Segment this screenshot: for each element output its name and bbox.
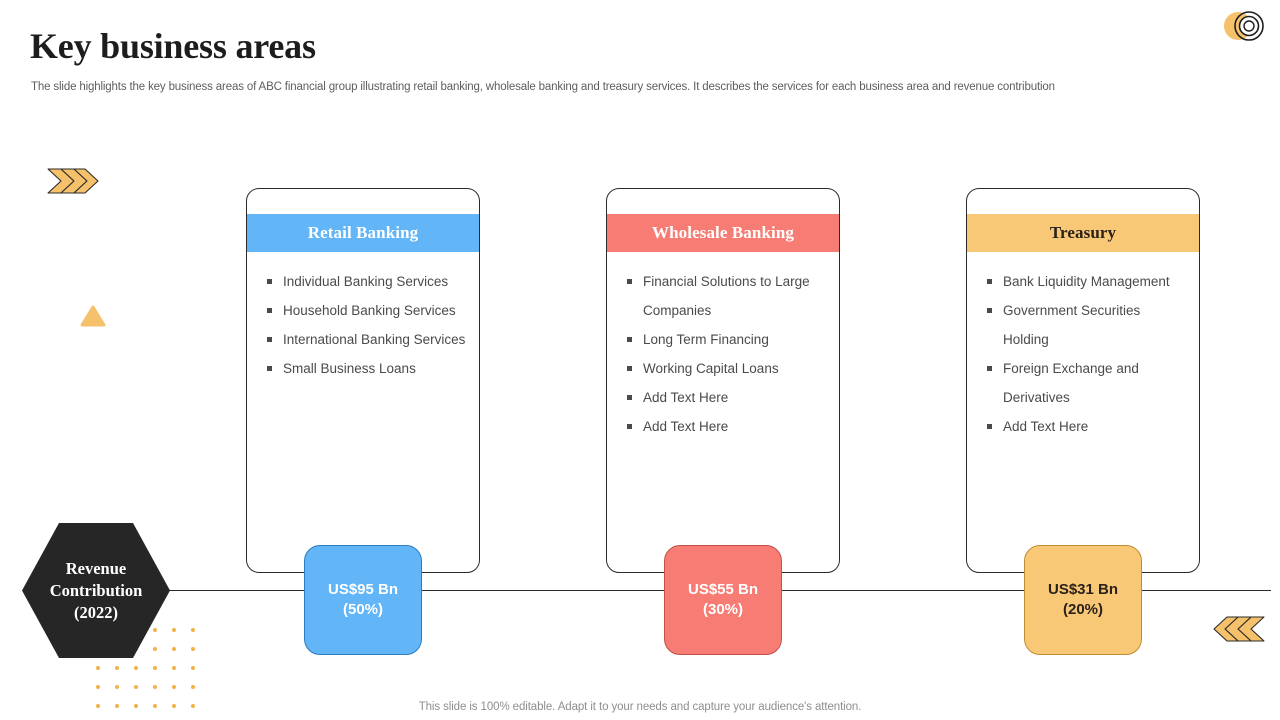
- list-item: Add Text Here: [625, 412, 827, 441]
- list-item: Small Business Loans: [265, 354, 467, 383]
- page-title: Key business areas: [30, 26, 316, 66]
- business-area-card-treasury[interactable]: Treasury Bank Liquidity Management Gover…: [966, 188, 1200, 573]
- card-header-wholesale-banking: Wholesale Banking: [607, 214, 839, 252]
- list-item: Bank Liquidity Management: [985, 267, 1187, 296]
- card-title-retail-banking: Retail Banking: [307, 223, 419, 242]
- list-item: Financial Solutions to Large Companies: [625, 267, 827, 325]
- list-item: Working Capital Loans: [625, 354, 827, 383]
- revenue-amount: US$95 Bn: [327, 581, 399, 598]
- revenue-contribution-label: Revenue Contribution (2022): [42, 558, 151, 624]
- revenue-chip-text-retail: US$95 Bn (50%): [328, 580, 398, 620]
- card-title-treasury: Treasury: [1049, 223, 1117, 242]
- list-item: Government Securities Holding: [985, 296, 1187, 354]
- list-item: Individual Banking Services: [265, 267, 467, 296]
- list-item: Long Term Financing: [625, 325, 827, 354]
- triangle-up-icon: [80, 304, 106, 328]
- card-body-treasury: Bank Liquidity Management Government Sec…: [967, 267, 1199, 441]
- revenue-amount: US$55 Bn: [687, 581, 759, 598]
- triple-chevron-left-icon: [1212, 610, 1268, 648]
- business-area-card-retail-banking[interactable]: Retail Banking Individual Banking Servic…: [246, 188, 480, 573]
- revenue-amount: US$31 Bn: [1047, 581, 1119, 598]
- business-area-card-wholesale-banking[interactable]: Wholesale Banking Financial Solutions to…: [606, 188, 840, 573]
- card-body-wholesale-banking: Financial Solutions to Large Companies L…: [607, 267, 839, 441]
- concentric-circles-logo-icon: [1216, 3, 1272, 49]
- revenue-contribution-badge: Revenue Contribution (2022): [22, 523, 170, 658]
- list-item: Add Text Here: [985, 412, 1187, 441]
- revenue-line-1: Revenue: [65, 558, 127, 578]
- revenue-chip-wholesale-banking[interactable]: US$55 Bn (30%): [664, 545, 782, 655]
- revenue-chip-retail-banking[interactable]: US$95 Bn (50%): [304, 545, 422, 655]
- page-subtitle: The slide highlights the key business ar…: [31, 81, 1055, 93]
- revenue-chip-text-wholesale: US$55 Bn (30%): [688, 580, 758, 620]
- card-title-wholesale-banking: Wholesale Banking: [652, 223, 794, 242]
- triple-chevron-right-icon: [44, 162, 100, 200]
- list-item: International Banking Services: [265, 325, 467, 354]
- footer-note: This slide is 100% editable. Adapt it to…: [418, 701, 862, 713]
- card-header-retail-banking: Retail Banking: [247, 214, 479, 252]
- revenue-chip-text-treasury: US$31 Bn (20%): [1048, 580, 1118, 620]
- list-item: Foreign Exchange and Derivatives: [985, 354, 1187, 412]
- list-item: Household Banking Services: [265, 296, 467, 325]
- revenue-share: (30%): [702, 601, 743, 618]
- revenue-share: (50%): [342, 601, 383, 618]
- card-header-treasury: Treasury: [967, 214, 1199, 252]
- revenue-line-3: (2022): [73, 602, 118, 622]
- service-list-wholesale-banking: Financial Solutions to Large Companies L…: [625, 267, 827, 441]
- revenue-chip-treasury[interactable]: US$31 Bn (20%): [1024, 545, 1142, 655]
- list-item: Add Text Here: [625, 383, 827, 412]
- service-list-retail-banking: Individual Banking Services Household Ba…: [265, 267, 467, 383]
- revenue-share: (20%): [1062, 601, 1103, 618]
- service-list-treasury: Bank Liquidity Management Government Sec…: [985, 267, 1187, 441]
- revenue-line-2: Contribution: [49, 580, 143, 600]
- card-body-retail-banking: Individual Banking Services Household Ba…: [247, 267, 479, 383]
